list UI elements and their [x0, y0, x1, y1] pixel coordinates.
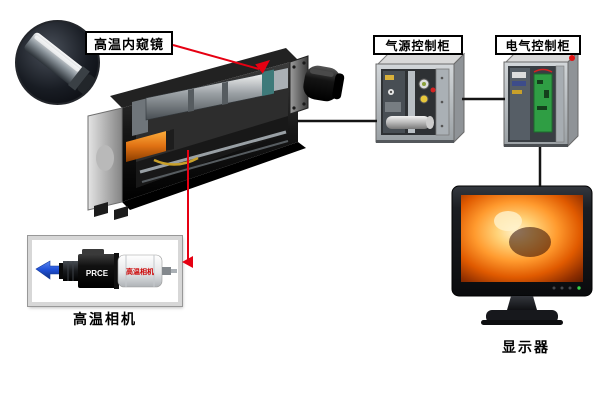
gauge-needle — [389, 90, 393, 94]
endoscope-tube-tip — [77, 74, 98, 97]
tank-end — [426, 116, 434, 129]
endoscope-label-text: 高温内窥镜 — [93, 36, 164, 52]
electric-cabinet-breaker — [512, 72, 526, 78]
air-cabinet-tank — [386, 116, 430, 129]
air-cabinet-base — [376, 140, 454, 143]
camera-body-label-text: 高温相机 — [126, 267, 154, 276]
housing-rail-top — [139, 130, 287, 174]
camera-direction-arrow — [35, 260, 63, 280]
housing-foot-left — [94, 202, 108, 217]
camera-collar — [114, 253, 119, 289]
housing-tube-tip — [274, 68, 288, 91]
housing-illustration — [87, 48, 345, 220]
housing-air-cylinder-cap — [166, 129, 174, 151]
air-cabinet-red-knob — [430, 87, 436, 93]
electric-cabinet-door — [555, 65, 565, 143]
monitor-base-foot — [481, 320, 563, 325]
red-arrow-camera — [182, 256, 193, 268]
monitor-base — [486, 310, 558, 323]
housing-tube-ring-1 — [188, 88, 194, 112]
camera-top-handle — [82, 249, 104, 255]
electric-cabinet-terminal — [512, 81, 526, 86]
camera-body — [78, 254, 116, 288]
electric-cabinet-illustration — [503, 50, 580, 148]
gauge-center — [422, 82, 426, 86]
housing-left-cap-detail — [96, 145, 114, 171]
air-cabinet-valve-block — [385, 102, 401, 112]
electric-cabinet-cable — [533, 68, 553, 73]
monitor-button[interactable] — [552, 286, 556, 290]
camera-brand-text: PRCE — [86, 269, 109, 278]
air-cabinet-side — [453, 52, 465, 144]
camera-lens-front-ring — [59, 263, 64, 279]
electric-cabinet-fuse — [512, 90, 522, 94]
furnace-dark-spot — [509, 227, 551, 257]
pcb-chip — [537, 106, 547, 110]
electric-cabinet-base — [504, 144, 568, 147]
air-cabinet-pipe — [408, 71, 415, 133]
monitor-power-led — [577, 286, 581, 290]
housing-rail-bottom — [141, 140, 289, 183]
endoscope-tube-highlight — [34, 35, 80, 72]
flange-bolt — [302, 61, 306, 65]
air-cabinet-top — [376, 53, 466, 65]
camera-rear-nozzle — [162, 267, 171, 275]
camera-photo-frame: PRCE 高温相机 — [27, 235, 183, 307]
electric-cabinet-side — [567, 50, 579, 148]
housing-tube-ring-2 — [222, 81, 228, 105]
housing-air-cylinder — [126, 130, 170, 162]
housing-bottom-face — [122, 142, 306, 210]
camera-caption: 高温相机 — [73, 311, 137, 327]
air-cabinet-label-text: 气源控制柜 — [385, 38, 451, 53]
air-cabinet-yellow-part — [385, 75, 394, 80]
flange-bolt — [292, 106, 296, 110]
air-cabinet-gauge-2 — [419, 94, 429, 104]
electric-cabinet-label: 电气控制柜 — [495, 35, 581, 55]
camera-illustration: PRCE 高温相机 — [35, 249, 177, 289]
housing-motor-block — [132, 98, 148, 136]
monitor-illustration — [451, 185, 593, 325]
housing-foot-right — [114, 206, 128, 220]
door-hinge — [440, 100, 444, 104]
monitor-neck — [507, 296, 537, 310]
flange-bolt — [302, 102, 306, 106]
camera-lens-barrel — [63, 261, 79, 281]
monitor-caption: 显示器 — [502, 339, 550, 355]
housing-cable — [153, 156, 199, 166]
electric-cabinet-left-panel — [510, 68, 530, 140]
furnace-bright-spot — [494, 211, 522, 231]
pcb-chip — [544, 90, 549, 98]
housing-flange — [289, 55, 309, 115]
air-cabinet-label: 气源控制柜 — [373, 35, 463, 55]
endoscope-probe-illustration — [24, 32, 98, 97]
electric-cabinet-red-lamp — [569, 55, 575, 61]
endoscope-tube — [24, 32, 98, 97]
electric-cabinet-pcb — [533, 73, 553, 133]
flange-bolt — [292, 65, 296, 69]
housing-scope-tube — [145, 71, 273, 121]
monitor-button[interactable] — [560, 286, 564, 290]
camera-rear-pipe — [171, 269, 177, 273]
door-hinge — [440, 76, 444, 80]
electric-cabinet-label-text: 电气控制柜 — [505, 38, 571, 53]
pcb-chip — [537, 80, 543, 84]
monitor-button[interactable] — [568, 286, 572, 290]
housing-lens-barrel — [303, 65, 345, 102]
air-cabinet-illustration — [375, 52, 466, 144]
door-hinge — [440, 124, 444, 128]
endoscope-tube-ring — [67, 66, 90, 91]
endoscope-label: 高温内窥镜 — [85, 31, 173, 55]
housing-tube-collar — [262, 69, 274, 96]
